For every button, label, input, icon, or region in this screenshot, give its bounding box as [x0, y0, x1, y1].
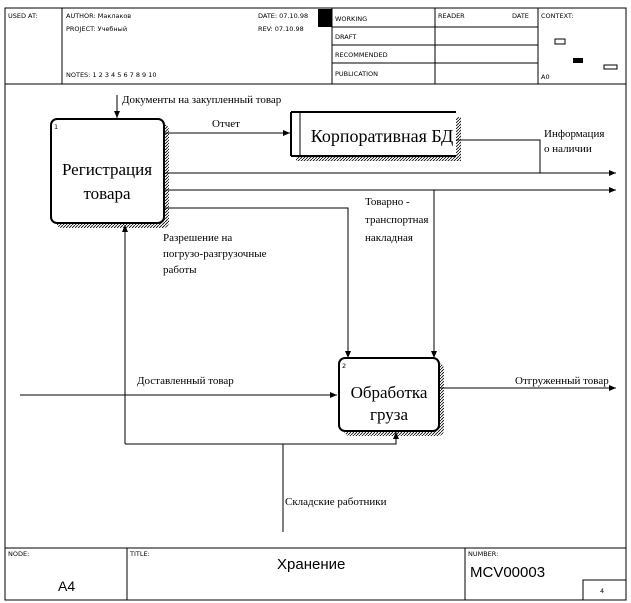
- arrow-label-permit-1: Разрешение на: [163, 232, 232, 244]
- notes-field: NOTES: 1 2 3 4 5 6 7 8 9 10: [66, 71, 157, 79]
- arrow-label-delivered: Доставленный товар: [137, 375, 234, 387]
- status-working: WORKING: [335, 15, 367, 23]
- arrow-label-report: Отчет: [212, 118, 240, 130]
- arrow-workers: Складские работники: [122, 225, 399, 532]
- arrow-label-waybill-1: Товарно -: [365, 196, 410, 208]
- box-title-registration-2: товара: [83, 184, 131, 203]
- arrow-waybill: Товарно - транспортная накладная: [164, 187, 616, 358]
- number-value: MCV00003: [470, 564, 545, 581]
- arrows: Документы на закупленный товар Отчет Инф…: [20, 94, 616, 532]
- box-title-processing-1: Обработка: [351, 383, 428, 402]
- arrow-info: Информация о наличии: [456, 128, 616, 176]
- activity-box-registration: 1 Регистрация товара: [50, 118, 169, 228]
- context-thumbnail: [554, 38, 618, 70]
- status-publication: PUBLICATION: [335, 70, 378, 78]
- arrow-label-info-2: о наличии: [544, 143, 592, 155]
- title-label: TITLE:: [129, 550, 150, 558]
- status-recommended: RECOMMENDED: [335, 51, 388, 59]
- arrow-permit: Разрешение на погрузо-разгрузочные работ…: [163, 207, 351, 358]
- page-frame: [4, 7, 627, 601]
- status-draft: DRAFT: [335, 33, 356, 41]
- box-number-processing: 2: [342, 362, 346, 370]
- arrow-label-documents: Документы на закупленный товар: [122, 94, 282, 106]
- header: USED AT: AUTHOR: Маклаков PROJECT: Учебн…: [5, 8, 626, 85]
- arrow-shipped: Отгруженный товар: [439, 375, 616, 391]
- context-node: A0: [541, 73, 550, 81]
- author-field: AUTHOR: Маклаков: [66, 12, 131, 20]
- rev-field: REV: 07.10.98: [258, 25, 304, 33]
- data-store-label: Корпоративная БД: [311, 126, 454, 146]
- number-label: NUMBER:: [468, 550, 498, 558]
- arrow-label-shipped: Отгруженный товар: [515, 375, 609, 387]
- arrow-label-waybill-3: накладная: [365, 232, 413, 244]
- reader-label: READER: [438, 12, 465, 20]
- arrow-delivered: Доставленный товар: [20, 375, 337, 398]
- arrow-label-workers: Складские работники: [285, 496, 387, 508]
- arrow-documents: Документы на закупленный товар: [114, 94, 282, 118]
- reader-date-label: DATE: [512, 12, 529, 20]
- arrow-report: Отчет: [164, 118, 290, 136]
- box-title-processing-2: груза: [370, 405, 408, 424]
- project-field: PROJECT: Учебный: [66, 25, 127, 33]
- used-at-label: USED AT:: [8, 12, 37, 20]
- arrow-label-waybill-2: транспортная: [365, 214, 428, 226]
- footer: NODE: A4 TITLE: Хранение NUMBER: MCV0000…: [5, 547, 626, 600]
- box-title-registration-1: Регистрация: [62, 160, 152, 179]
- context-label: CONTEXT:: [541, 12, 573, 20]
- arrow-label-permit-3: работы: [163, 264, 197, 276]
- arrow-label-info-1: Информация: [544, 128, 604, 140]
- node-label: NODE:: [8, 550, 29, 558]
- arrow-label-permit-2: погрузо-разгрузочные: [163, 248, 267, 260]
- activity-box-processing: 2 Обработка груза: [338, 357, 444, 436]
- page-number: 4: [600, 587, 604, 595]
- date-field: DATE: 07.10.98: [258, 12, 308, 20]
- node-value: A4: [58, 578, 75, 594]
- diagram-title: Хранение: [277, 556, 345, 573]
- box-number-registration: 1: [54, 123, 58, 131]
- data-store-corporate-db: Корпоративная БД: [290, 111, 461, 161]
